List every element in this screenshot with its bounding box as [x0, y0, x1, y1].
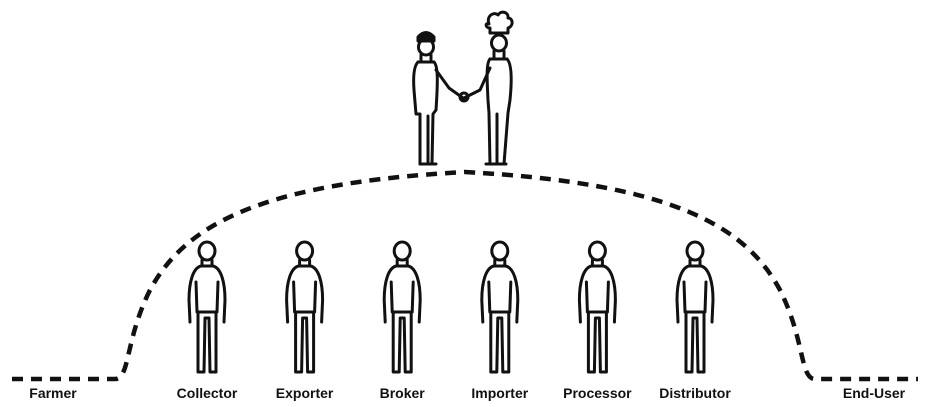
person-icon: [287, 242, 323, 372]
label-importer: Importer: [471, 385, 528, 401]
middlemen-figures: [189, 242, 713, 372]
label-broker: Broker: [380, 385, 425, 401]
label-distributor: Distributor: [659, 385, 731, 401]
person-with-cap-icon: [414, 33, 463, 165]
person-icon: [482, 242, 518, 372]
chef-hat-person-icon: [464, 12, 512, 164]
label-end-user: End-User: [843, 385, 905, 401]
person-icon: [384, 242, 420, 372]
dashed-curve: [12, 172, 918, 379]
handshake-group: [414, 12, 512, 164]
person-icon: [677, 242, 713, 372]
person-icon: [189, 242, 225, 372]
label-processor: Processor: [563, 385, 631, 401]
label-collector: Collector: [177, 385, 238, 401]
person-icon: [579, 242, 615, 372]
label-exporter: Exporter: [276, 385, 334, 401]
label-farmer: Farmer: [29, 385, 76, 401]
